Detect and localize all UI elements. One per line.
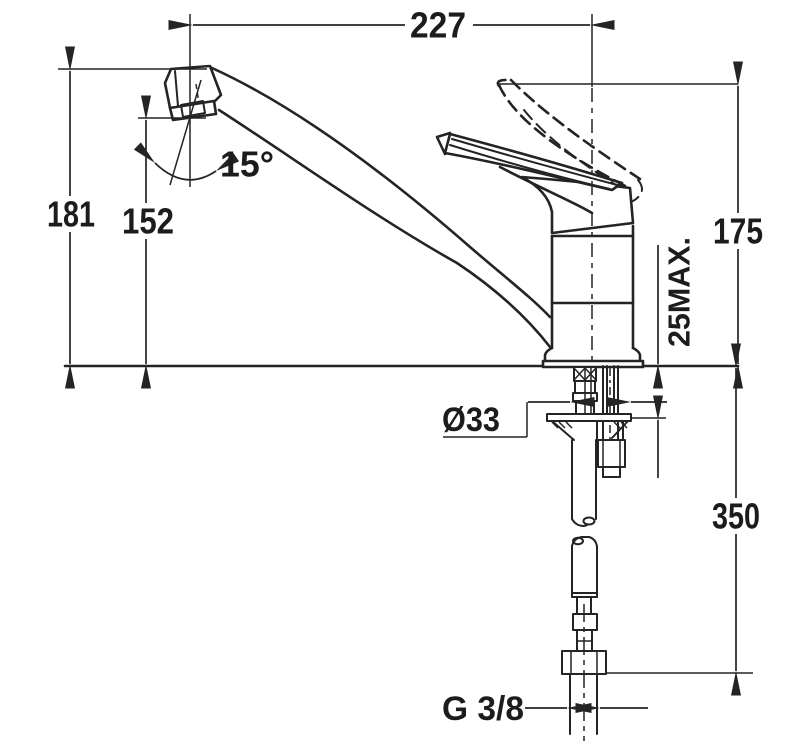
hose-end-fitting xyxy=(561,596,607,741)
dim-label-overall-height: 181 xyxy=(47,194,95,235)
dim-label-lever-height: 175 xyxy=(713,211,763,252)
faucet-outline xyxy=(63,64,740,369)
lever-raised-phantom xyxy=(496,78,643,202)
dim-label-outlet-height: 152 xyxy=(122,201,174,242)
mounting-cone xyxy=(551,420,629,441)
dim-label-thread-size: G 3/8 xyxy=(442,690,524,728)
spout-arm xyxy=(210,66,552,319)
dim-label-deck-thickness: 25MAX. xyxy=(662,237,697,347)
dim-label-hole-diameter: Ø33 xyxy=(442,401,500,439)
flexible-hose xyxy=(571,439,598,598)
dimension-annotations xyxy=(58,14,753,713)
under-deck-assembly xyxy=(546,365,632,741)
dimension-labels: 227 15° 181 152 175 25MAX. Ø33 350 G 3/8 xyxy=(47,5,763,729)
dim-label-hose-length: 350 xyxy=(712,496,760,537)
supply-pipes xyxy=(602,365,619,415)
mounting-flange xyxy=(546,413,632,422)
body-column xyxy=(541,224,645,369)
lever-handle xyxy=(435,131,624,215)
mounting-nut xyxy=(597,439,626,468)
dim-label-spout-reach: 227 xyxy=(410,5,466,46)
angle-arc xyxy=(133,142,240,181)
dim-label-spout-angle: 15° xyxy=(220,144,274,185)
